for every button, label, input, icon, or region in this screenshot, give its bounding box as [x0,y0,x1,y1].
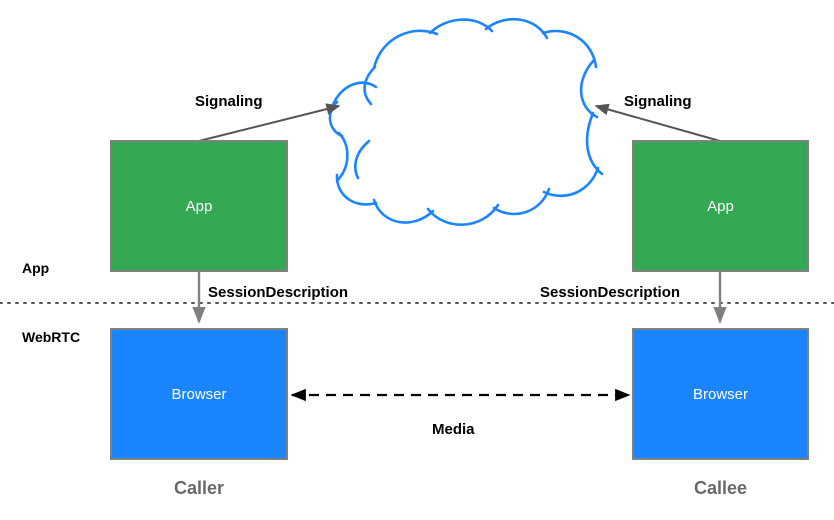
role-label-caller: Caller [173,478,225,498]
app-box-callee[interactable]: App [632,140,809,272]
layer-label-webrtc: WebRTC [22,329,81,345]
edge-label-sessiondescription-left: SessionDescription [208,284,349,301]
browser-box-caller-label: Browser [171,385,227,403]
signaling-arrow-left [198,103,341,142]
edge-label-signaling-left: Signaling [195,93,263,110]
app-box-caller[interactable]: App [110,140,288,272]
app-box-caller-label: App [185,197,213,215]
app-box-callee-label: App [707,197,734,215]
edge-label-signaling-right: Signaling [624,93,692,110]
role-label-callee: Callee [693,478,748,498]
browser-box-callee-label: Browser [692,385,748,403]
signaling-arrow-right [594,103,721,142]
signaling-server-cloud [328,17,604,226]
edge-label-sessiondescription-right: SessionDescription [540,284,681,301]
layer-label-app: App [22,260,50,276]
edge-label-media: Media [432,421,475,438]
browser-box-caller[interactable]: Browser [110,328,288,460]
browser-box-callee[interactable]: Browser [632,328,809,460]
